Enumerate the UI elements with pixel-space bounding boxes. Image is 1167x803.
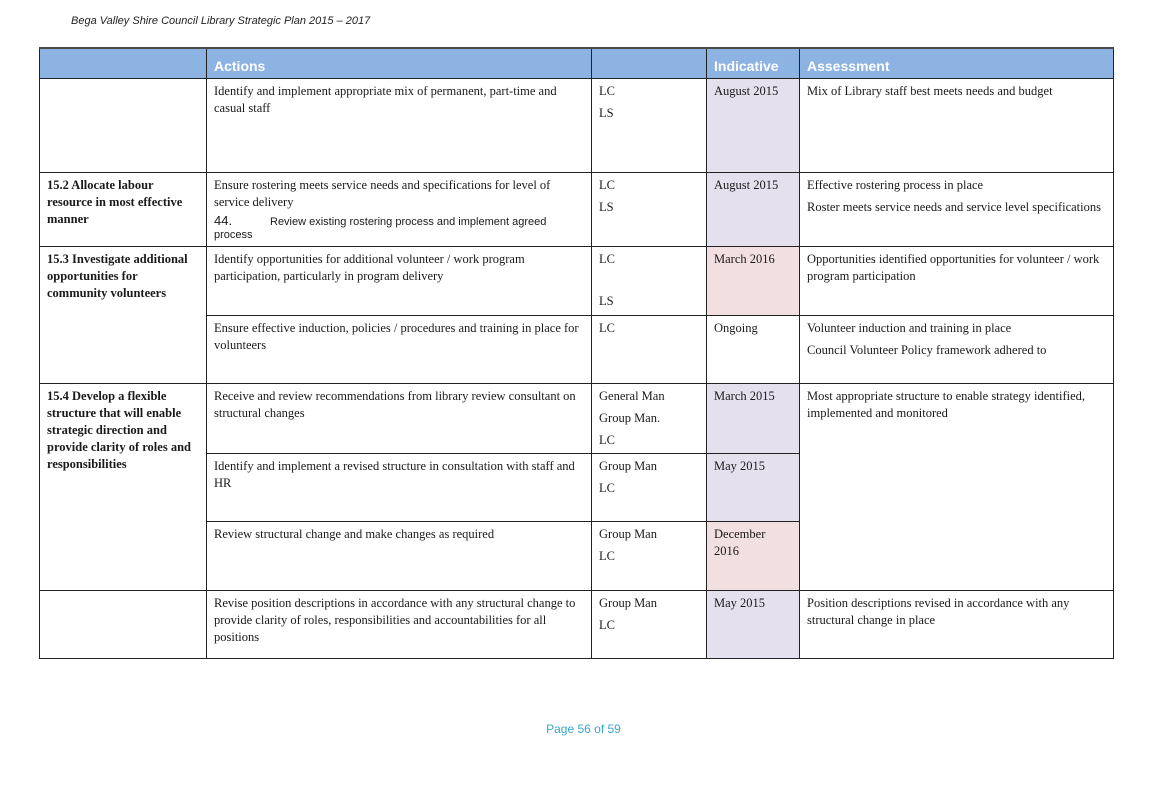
assessment-item: Effective rostering process in place (807, 178, 984, 192)
assessment-cell: Opportunities identified opportunities f… (799, 246, 1114, 316)
responsibility-item: Group Man. (599, 411, 661, 425)
responsibility-item: LC (599, 178, 615, 192)
responsibility-item: LC (599, 84, 615, 98)
column-header-responsibility (591, 47, 707, 79)
objective-cell: 15.4 Develop a flexible structure that w… (39, 383, 207, 591)
assessment-item: Council Volunteer Policy framework adher… (807, 343, 1047, 357)
responsibility-item: LS (599, 294, 614, 308)
assessment-item: Mix of Library staff best meets needs an… (807, 84, 1053, 98)
sub-action-text: Review existing rostering process and im… (214, 216, 547, 241)
responsibility-cell: General Man Group Man. LC (591, 383, 707, 454)
responsibility-cell: Group Man LC (591, 453, 707, 522)
timeframe-cell: August 2015 (706, 172, 800, 247)
responsibility-cell: LC (591, 315, 707, 384)
table-row: Ensure effective induction, policies / p… (40, 315, 1114, 384)
table-row: Identify and implement appropriate mix o… (39, 78, 1114, 173)
timeframe-cell: March 2015 (706, 383, 800, 454)
sub-action: 44.Review existing rostering process and… (214, 214, 584, 242)
assessment-item: Roster meets service needs and service l… (807, 200, 1101, 214)
timeframe-cell: December 2016 (706, 521, 800, 591)
table-row: Identify and implement a revised structu… (40, 453, 1114, 522)
responsibility-item: LC (599, 549, 615, 563)
assessment-cell: Effective rostering process in place Ros… (799, 172, 1114, 247)
objective-cell (39, 590, 207, 659)
responsibility-item: Group Man (599, 596, 657, 610)
action-cell: Review structural change and make change… (206, 521, 592, 591)
table-row: Revise position descriptions in accordan… (39, 590, 1114, 659)
responsibility-item: Group Man (599, 527, 657, 541)
timeframe-cell: August 2015 (706, 78, 800, 173)
responsibility-item: Group Man (599, 459, 657, 473)
action-cell: Revise position descriptions in accordan… (206, 590, 592, 659)
responsibility-item: LS (599, 106, 614, 120)
column-header-objective (39, 47, 207, 79)
table-row: 15.4 Develop a flexible structure that w… (39, 383, 1114, 591)
table-row: 15.2 Allocate labour resource in most ef… (39, 172, 1114, 247)
document-header-title: Bega Valley Shire Council Library Strate… (71, 15, 371, 27)
assessment-item: Volunteer induction and training in plac… (807, 321, 1012, 335)
objective-cell: 15.2 Allocate labour resource in most ef… (39, 172, 207, 247)
timeframe-cell: May 2015 (706, 590, 800, 659)
timeframe-cell: Ongoing (706, 315, 800, 384)
action-cell: Identify opportunities for additional vo… (206, 246, 592, 316)
responsibility-item: LC (599, 481, 615, 495)
table-row: 15.3 Investigate additional opportunitie… (39, 246, 1114, 384)
responsibility-cell: LC LS (591, 78, 707, 173)
responsibility-item: LC (599, 252, 615, 266)
action-cell: Ensure rostering meets service needs and… (206, 172, 592, 247)
action-cell: Ensure effective induction, policies / p… (206, 315, 592, 384)
action-cell: Receive and review recommendations from … (206, 383, 592, 454)
responsibility-cell: Group Man LC (591, 521, 707, 591)
assessment-cell: Volunteer induction and training in plac… (799, 315, 1114, 384)
action-cell: Identify and implement appropriate mix o… (206, 78, 592, 173)
responsibility-item: LC (599, 618, 615, 632)
timeframe-cell: May 2015 (706, 453, 800, 522)
table-header-row: Actions Indicative Assessment (39, 47, 1114, 79)
responsibility-cell: Group Man LC (591, 590, 707, 659)
strategy-table: Actions Indicative Assessment Identify a… (39, 47, 1114, 659)
responsibility-item: General Man (599, 389, 665, 403)
column-header-assessment: Assessment (799, 47, 1114, 79)
objective-cell (39, 78, 207, 173)
responsibility-cell: LC LS (591, 246, 707, 316)
objective-cell: 15.3 Investigate additional opportunitie… (39, 246, 207, 384)
column-header-indicative: Indicative (706, 47, 800, 79)
assessment-cell: Mix of Library staff best meets needs an… (799, 78, 1114, 173)
sub-action-number: 44. (214, 213, 233, 228)
timeframe-cell: March 2016 (706, 246, 800, 316)
assessment-cell: Position descriptions revised in accorda… (799, 590, 1114, 659)
page-number: Page 56 of 59 (546, 722, 621, 736)
column-header-actions: Actions (206, 47, 592, 79)
responsibility-cell: LC LS (591, 172, 707, 247)
assessment-cell: Most appropriate structure to enable str… (799, 383, 1114, 591)
responsibility-item: LC (599, 433, 615, 447)
action-text: Ensure rostering meets service needs and… (214, 178, 551, 209)
table-row: Review structural change and make change… (40, 521, 1114, 591)
responsibility-item: LS (599, 200, 614, 214)
action-cell: Identify and implement a revised structu… (206, 453, 592, 522)
